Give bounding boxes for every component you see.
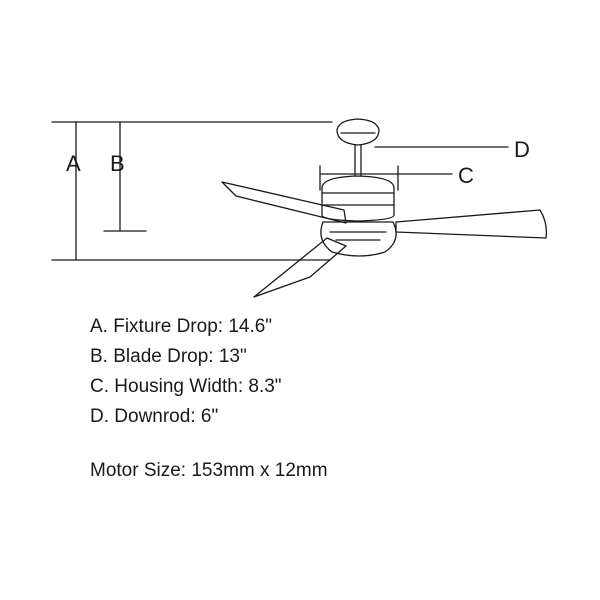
spec-blade-drop: B. Blade Drop: 13" (90, 346, 247, 367)
dimension-b-lines (103, 121, 147, 232)
spec-downrod: D. Downrod: 6" (90, 406, 219, 427)
fan-blade-front (253, 237, 347, 298)
light-kit (320, 221, 397, 257)
ceiling-fan-dimension-diagram: A B C D (51, 118, 548, 298)
spec-fixture-drop: A. Fixture Drop: 14.6" (90, 316, 273, 337)
dimension-spec-list: A. Fixture Drop: 14.6" B. Blade Drop: 13… (90, 312, 282, 432)
dimension-label-d: D (514, 137, 530, 162)
dimension-label-a: A (66, 151, 81, 176)
motor-size-text: Motor Size: 153mm x 12mm (90, 460, 328, 481)
fan-blade-right (395, 209, 548, 239)
dimension-a-lines (51, 121, 333, 261)
dimension-label-c: C (458, 163, 474, 188)
canopy (336, 118, 380, 146)
motor-housing (321, 175, 395, 222)
spec-housing-width: C. Housing Width: 8.3" (90, 376, 282, 397)
ceiling-fan-drawing (221, 118, 548, 298)
dimension-label-b: B (110, 151, 125, 176)
dimension-c-lines (319, 165, 453, 191)
fan-blade-left (221, 181, 347, 224)
